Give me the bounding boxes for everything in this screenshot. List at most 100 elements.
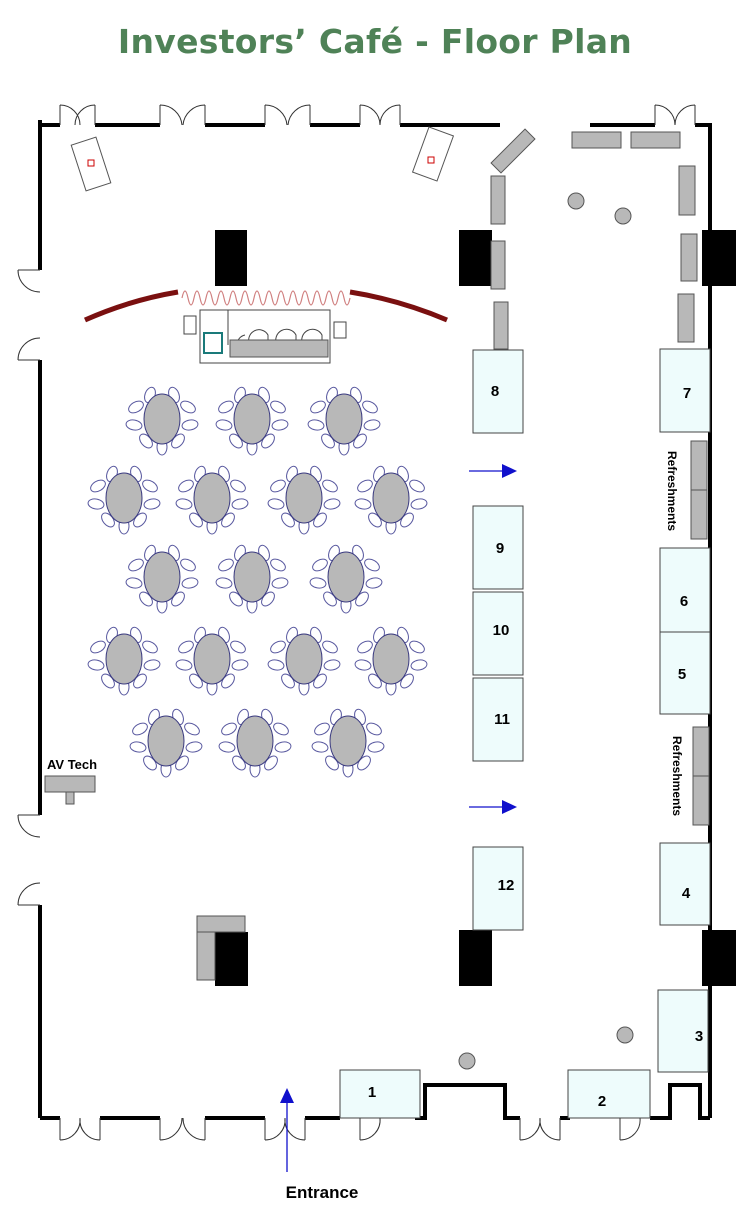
booth-10 [472, 591, 524, 676]
refreshments-label-bottom: Refreshments [670, 736, 684, 816]
chair [178, 640, 194, 654]
booth-8 [472, 349, 524, 434]
chair [87, 659, 105, 671]
chair [132, 722, 148, 736]
chair [143, 498, 161, 510]
chair [142, 640, 158, 654]
chair [312, 558, 328, 572]
stage [83, 289, 448, 364]
chair [181, 419, 199, 431]
chair [354, 659, 372, 671]
table-top [327, 551, 365, 603]
chair [128, 400, 144, 414]
chair [357, 479, 373, 493]
chair [184, 722, 200, 736]
chair [363, 419, 381, 431]
booth-number-8: 8 [491, 383, 499, 400]
chair [231, 498, 249, 510]
booth-7 [659, 348, 711, 433]
booth-number-6: 6 [680, 593, 688, 610]
chair [366, 722, 382, 736]
booth-number-3: 3 [695, 1028, 703, 1045]
chair [215, 577, 233, 589]
booth-4 [659, 842, 711, 926]
chair [128, 558, 144, 572]
chair [311, 741, 329, 753]
table-top [105, 472, 143, 524]
table-top [285, 472, 323, 524]
table-top [285, 633, 323, 685]
booth-9 [472, 505, 524, 590]
chair [270, 558, 286, 572]
chair [267, 498, 285, 510]
chair [410, 659, 428, 671]
chair [410, 498, 428, 510]
chair [354, 498, 372, 510]
round-table [309, 544, 383, 614]
chair [357, 640, 373, 654]
table-top [193, 633, 231, 685]
chair [271, 419, 289, 431]
round-table [307, 386, 381, 456]
refreshment-dividers [691, 489, 709, 777]
chair [87, 498, 105, 510]
chair [267, 659, 285, 671]
walls [38, 120, 712, 1120]
chair [125, 419, 143, 431]
round-table [218, 708, 292, 778]
round-table [125, 386, 199, 456]
booth-number-2: 2 [598, 1093, 606, 1110]
chair [274, 741, 292, 753]
table-top [193, 472, 231, 524]
booth-number-12: 12 [498, 877, 515, 894]
chair [230, 479, 246, 493]
round-table [87, 626, 161, 696]
round-table [129, 708, 203, 778]
booths [339, 348, 711, 1119]
chair [218, 558, 234, 572]
round-table [87, 465, 161, 535]
chair [310, 400, 326, 414]
chair [270, 400, 286, 414]
booth-3 [657, 989, 709, 1073]
direction-arrows [280, 464, 517, 1172]
booth-2 [567, 1069, 651, 1119]
table-top [233, 393, 271, 445]
round-table [267, 465, 341, 535]
table-top [372, 633, 410, 685]
booth-11 [472, 677, 524, 762]
chair [322, 640, 338, 654]
booth-number-9: 9 [496, 540, 504, 557]
table-top [105, 633, 143, 685]
table-top [236, 715, 274, 767]
round-table [354, 626, 428, 696]
round-table [125, 544, 199, 614]
round-table [215, 386, 289, 456]
refreshments-label-top: Refreshments [665, 451, 679, 531]
chair [178, 479, 194, 493]
chair [180, 400, 196, 414]
table-top [147, 715, 185, 767]
chair [307, 419, 325, 431]
chair [322, 479, 338, 493]
booth-number-7: 7 [683, 385, 691, 402]
chair [142, 479, 158, 493]
entrance-label: Entrance [286, 1183, 359, 1202]
round-table [267, 626, 341, 696]
chair [323, 659, 341, 671]
booth-number-5: 5 [678, 666, 686, 683]
chair [365, 577, 383, 589]
chair [180, 558, 196, 572]
round-table [311, 708, 385, 778]
cocktail-tables [458, 192, 634, 1070]
booth-12 [472, 846, 524, 931]
chair [270, 640, 286, 654]
chair [143, 659, 161, 671]
chair [175, 498, 193, 510]
chair [231, 659, 249, 671]
booth-1 [339, 1069, 421, 1119]
av-tech-label: AV Tech [47, 757, 97, 772]
round-table [175, 626, 249, 696]
chair [90, 479, 106, 493]
projectors [70, 126, 455, 192]
